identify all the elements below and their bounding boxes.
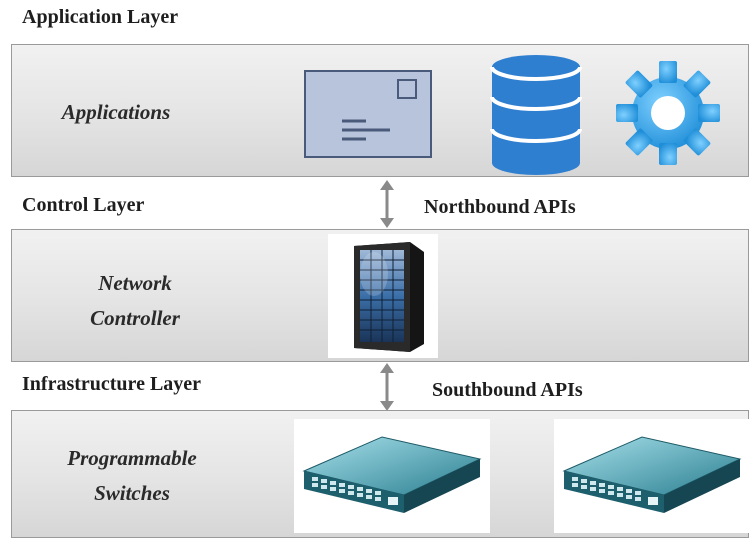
programmable-switches-line2: Switches	[94, 481, 170, 505]
southbound-arrow	[380, 363, 394, 411]
server-image-frame	[328, 234, 438, 358]
network-switch-icon	[562, 436, 742, 513]
application-layer-panel: Applications	[11, 44, 749, 177]
server-tower-icon	[354, 242, 424, 352]
northbound-apis-label: Northbound APIs	[424, 196, 576, 218]
network-switch-icon	[302, 436, 482, 513]
control-layer-title: Control Layer	[22, 194, 145, 216]
network-controller-line1: Network	[98, 271, 172, 295]
network-controller-label: Network Controller	[50, 266, 220, 336]
envelope-icon	[304, 70, 432, 158]
switch-image-frame-2	[554, 419, 750, 533]
infrastructure-layer-panel: Programmable Switches	[11, 410, 750, 538]
switch-image-frame-1	[294, 419, 490, 533]
northbound-arrow	[380, 180, 394, 228]
gear-icon	[616, 61, 720, 165]
southbound-apis-label: Southbound APIs	[432, 379, 583, 401]
application-layer-title: Application Layer	[22, 6, 179, 28]
database-icon	[490, 55, 582, 175]
programmable-switches-label: Programmable Switches	[42, 441, 222, 511]
network-controller-line2: Controller	[90, 306, 180, 330]
control-layer-panel: Network Controller	[11, 229, 749, 362]
infrastructure-layer-title: Infrastructure Layer	[22, 373, 202, 395]
programmable-switches-line1: Programmable	[67, 446, 197, 470]
applications-label: Applications	[61, 100, 171, 124]
